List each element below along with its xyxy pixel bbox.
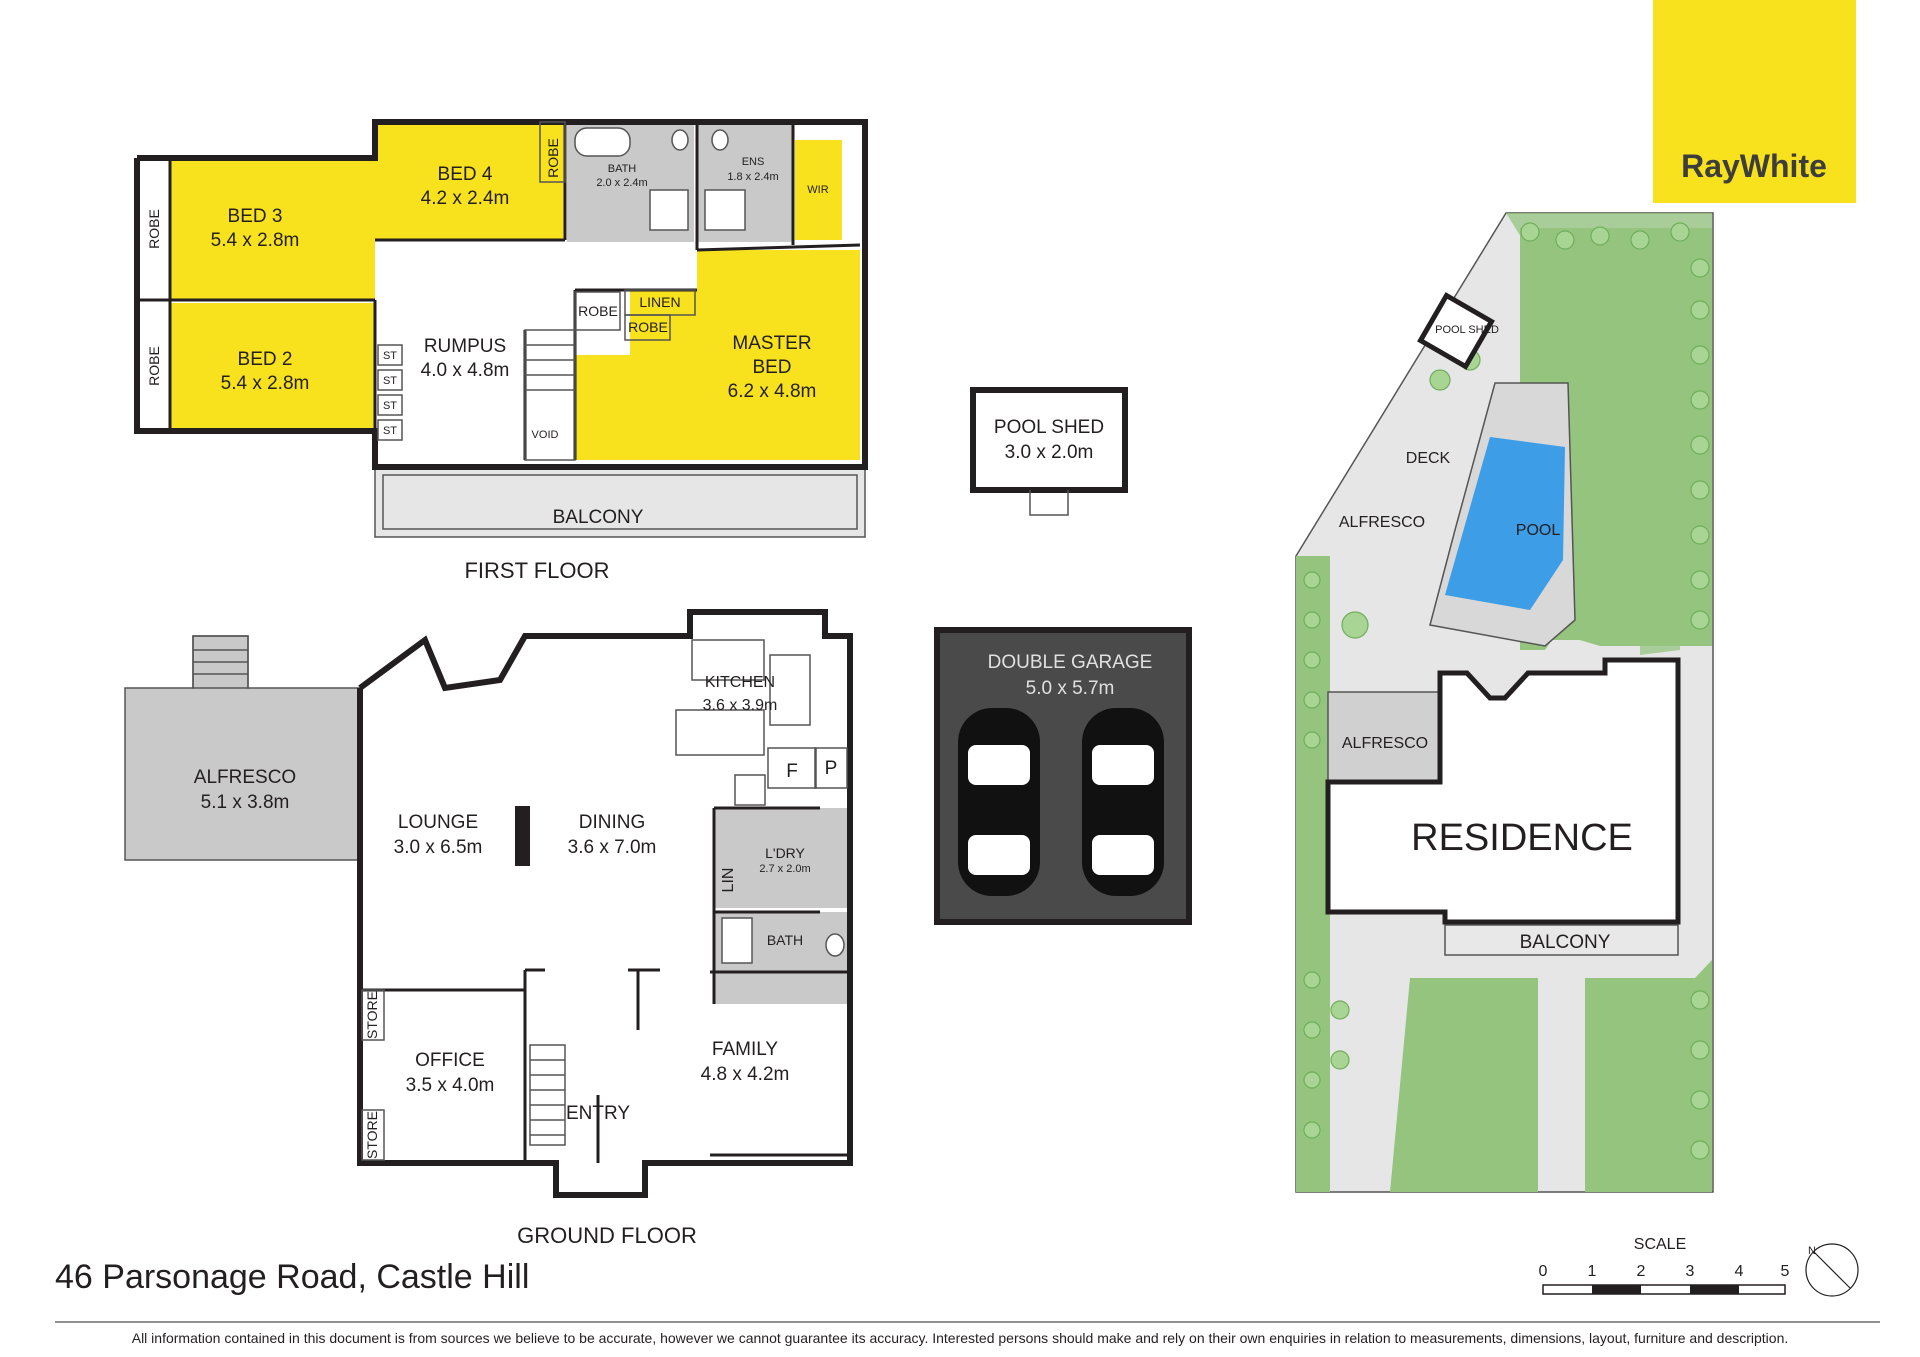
lin-label: LIN <box>720 868 737 893</box>
scale-tick-3: 3 <box>1686 1263 1695 1280</box>
car-icon-left <box>958 708 1040 896</box>
wir-area <box>795 140 842 240</box>
robe-label-bed4: ROBE <box>545 138 561 178</box>
site-balcony-label: BALCONY <box>1520 932 1611 953</box>
lounge-label: LOUNGE <box>398 812 478 833</box>
lounge-size: 3.0 x 6.5m <box>394 837 483 858</box>
site-deck-label: DECK <box>1406 450 1451 467</box>
family-size: 4.8 x 4.2m <box>701 1064 790 1085</box>
garage-size: 5.0 x 5.7m <box>1026 678 1115 699</box>
bed4-size: 4.2 x 2.4m <box>421 188 510 209</box>
logo-text: RayWhite <box>1681 148 1827 184</box>
st-label-2: ST <box>383 375 397 387</box>
scale-bar: SCALE 0 1 2 3 4 5 N <box>1539 1236 1859 1297</box>
pool-shed-size: 3.0 x 2.0m <box>1005 442 1094 463</box>
north-arrow-icon: N <box>1805 1243 1859 1297</box>
dining-label: DINING <box>579 812 646 833</box>
disclaimer-text: All information contained in this docume… <box>131 1330 1789 1346</box>
first-floor-title: FIRST FLOOR <box>464 558 609 583</box>
ground-floor-plan: ALFRESCO 5.1 x 3.8m LOUNGE 3.0 x 6.5m DI… <box>124 609 853 1248</box>
master-size: 6.2 x 4.8m <box>728 381 817 402</box>
bed4-area <box>375 122 565 240</box>
pool-area <box>1445 437 1565 610</box>
scale-tick-4: 4 <box>1735 1263 1744 1280</box>
pool-shed-plan: POOL SHED 3.0 x 2.0m <box>970 387 1128 516</box>
rumpus-label: RUMPUS <box>424 336 506 357</box>
car-icon-right <box>1082 708 1164 896</box>
robe-label-bed2: ROBE <box>146 346 162 386</box>
master-label: MASTER <box>732 333 811 354</box>
scale-label: SCALE <box>1634 1236 1686 1253</box>
kitchen-label: KITCHEN <box>705 674 775 691</box>
site-plan: POOL SHED DECK ALFRESCO POOL ALFRESCO RE… <box>1295 212 1714 1193</box>
property-address: 46 Parsonage Road, Castle Hill <box>55 1258 530 1296</box>
store-label-2: STORE <box>364 1111 380 1159</box>
bed4-label: BED 4 <box>438 164 493 185</box>
pantry-label: P <box>825 758 838 779</box>
fridge-label: F <box>786 761 798 782</box>
site-alfresco-label-upper: ALFRESCO <box>1339 514 1425 531</box>
laundry-label: L'DRY <box>765 845 805 861</box>
residence-label: RESIDENCE <box>1411 817 1633 859</box>
residence-footprint <box>1325 657 1681 925</box>
site-alfresco-label-lower: ALFRESCO <box>1342 735 1428 752</box>
st-label-3: ST <box>383 400 397 412</box>
office-size: 3.5 x 4.0m <box>406 1075 495 1096</box>
family-label: FAMILY <box>712 1039 778 1060</box>
alfresco-size: 5.1 x 3.8m <box>201 792 290 813</box>
rumpus-size: 4.0 x 4.8m <box>421 360 510 381</box>
bed3-area <box>170 158 375 300</box>
robe-label-master-2: ROBE <box>628 319 668 335</box>
store-label-1: STORE <box>364 991 380 1039</box>
robe-label-bed3: ROBE <box>146 209 162 249</box>
entry-label: ENTRY <box>566 1103 630 1124</box>
bed2-label: BED 2 <box>238 349 293 370</box>
site-pool-shed-label: POOL SHED <box>1435 324 1499 336</box>
alfresco-label: ALFRESCO <box>194 767 296 788</box>
north-label: N <box>1808 1245 1816 1257</box>
office-label: OFFICE <box>415 1050 485 1071</box>
dining-size: 3.6 x 7.0m <box>568 837 657 858</box>
ff-bath-label: BATH <box>608 163 637 175</box>
st-label-4: ST <box>383 425 397 437</box>
first-floor-plan: BED 3 5.4 x 2.8m BED 2 5.4 x 2.8m BED 4 … <box>134 119 868 583</box>
scale-tick-1: 1 <box>1588 1263 1597 1280</box>
scale-tick-2: 2 <box>1637 1263 1646 1280</box>
ens-size: 1.8 x 2.4m <box>727 171 778 183</box>
wir-label: WIR <box>807 184 828 196</box>
ground-floor-title: GROUND FLOOR <box>517 1223 697 1248</box>
st-label-1: ST <box>383 350 397 362</box>
void-label: VOID <box>532 429 559 441</box>
ff-bath-size: 2.0 x 2.4m <box>596 177 647 189</box>
ray-white-logo: RayWhite <box>1653 0 1856 203</box>
kitchen-size: 3.6 x 3.9m <box>703 697 778 714</box>
garage-plan: DOUBLE GARAGE 5.0 x 5.7m <box>934 627 1192 925</box>
bed3-label: BED 3 <box>228 206 283 227</box>
bed2-area <box>170 303 375 431</box>
site-pool-label: POOL <box>1516 522 1561 539</box>
robe-label-master-1: ROBE <box>578 303 618 319</box>
scale-tick-0: 0 <box>1539 1263 1548 1280</box>
bed3-size: 5.4 x 2.8m <box>211 230 300 251</box>
bed2-size: 5.4 x 2.8m <box>221 373 310 394</box>
ens-label: ENS <box>742 156 765 168</box>
master-bed-area <box>575 250 860 460</box>
garage-label: DOUBLE GARAGE <box>988 652 1153 673</box>
tree-icons <box>1303 222 1710 1160</box>
balcony-label: BALCONY <box>553 507 644 528</box>
laundry-size: 2.7 x 2.0m <box>759 863 810 875</box>
pool-shed-label: POOL SHED <box>994 417 1104 438</box>
linen-label: LINEN <box>639 294 680 310</box>
scale-tick-5: 5 <box>1781 1263 1790 1280</box>
master-label-2: BED <box>752 357 791 378</box>
gf-bath-label: BATH <box>767 932 803 948</box>
